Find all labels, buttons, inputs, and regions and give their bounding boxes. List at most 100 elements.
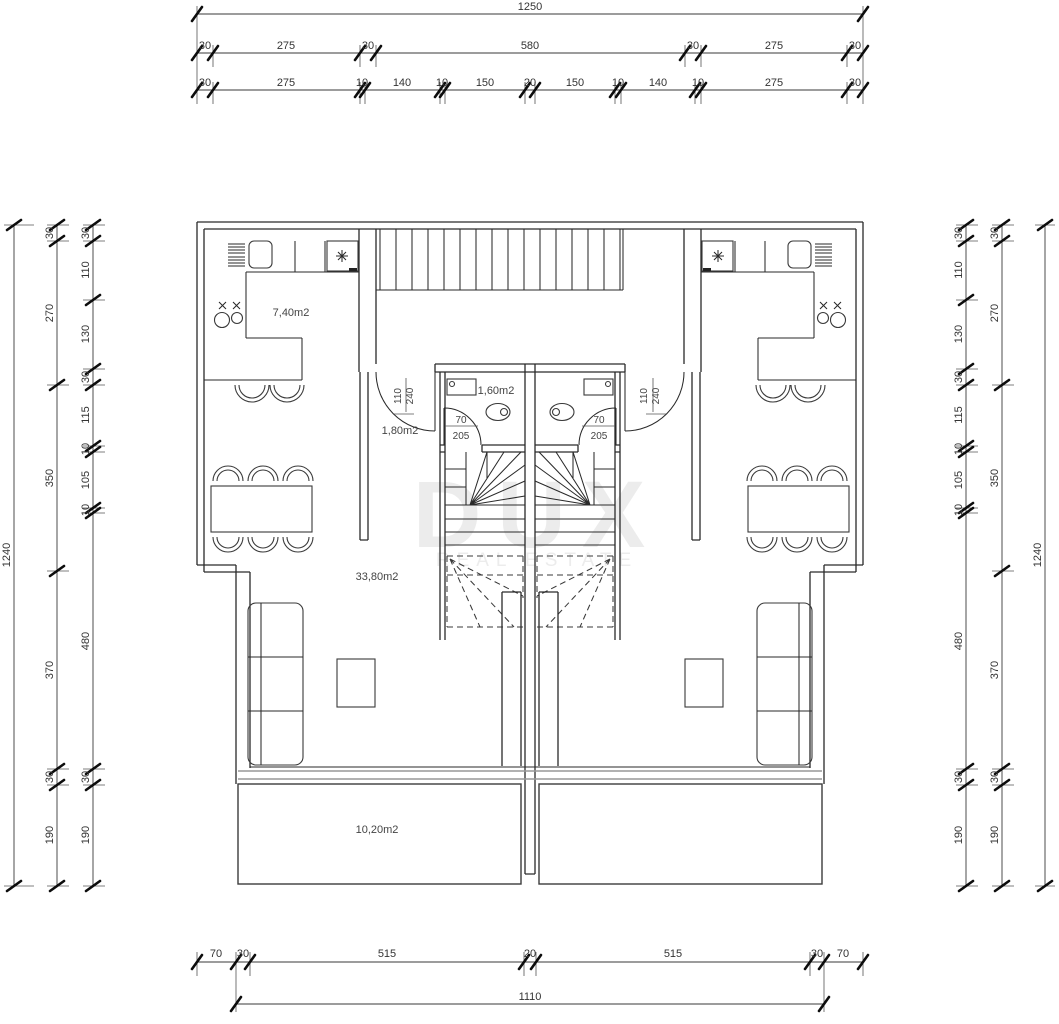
dim-label: 115 [953,406,965,424]
dim-label: 150 [476,77,494,89]
kitchen-area-label: 7,40m2 [273,307,310,319]
balcony-area-label: 10,20m2 [356,824,399,836]
dim-label: 130 [953,325,965,343]
entry-door-width-right: 110 [639,388,650,404]
dim-label: 515 [664,948,682,960]
entry-door-label-lines-left [394,378,414,415]
dim-label: 110 [80,261,92,279]
dim-label: 30 [953,371,965,383]
left-dim-lines [13,225,94,886]
building-walls [196,221,864,885]
right-wall [809,222,864,784]
dim-label: 30 [811,948,823,960]
dim-label: 30 [80,227,92,239]
dim-label: 20 [524,948,536,960]
dim-label: 190 [80,826,92,844]
dimensions-left: 1240 30 270 350 370 30 190 30 110 130 30… [1,218,105,893]
dim-label: 270 [989,304,1001,322]
bottom-dim-lines [197,961,863,1005]
dim-label: 30 [80,771,92,783]
dim-label: 20 [524,77,536,89]
stair-core-bottom-wall [434,363,626,373]
left-dim-ticks [5,218,102,893]
dim-label: 30 [849,77,861,89]
party-wall [524,364,536,875]
dim-label: 480 [80,632,92,650]
dim-label: 10 [356,77,368,89]
dimensions-bottom: 70 30 515 20 515 30 70 1110 [190,948,870,1013]
dim-label: 10 [80,504,92,516]
dim-label: 190 [989,826,1001,844]
dim-label: 140 [393,77,411,89]
dim-label: 275 [765,77,783,89]
dim-label: 10 [953,504,965,516]
unit-left [203,240,526,767]
entry-door-label-lines-right [646,378,666,415]
dim-label: 110 [953,261,965,279]
bath-area-label: 1,60m2 [478,385,515,397]
dim-label: 70 [837,948,849,960]
top-dim-extensions [196,6,864,104]
top-dim-lines [197,13,863,91]
living-area-label: 33,80m2 [356,571,399,583]
dim-label: 30 [199,77,211,89]
dim-label: 370 [44,661,56,679]
bath-door-height-left: 205 [453,431,470,442]
right-dim-lines [965,225,1046,886]
balcony-left [237,783,522,885]
watermark-subtitle: REAL ESTATE [436,550,638,571]
dim-label: 350 [44,469,56,487]
left-wall [196,222,251,784]
dim-label: 480 [953,632,965,650]
dim-label: 275 [765,40,783,52]
entry-door-height-left: 240 [405,387,416,404]
dim-label: 1110 [519,991,542,1003]
dim-label: 130 [80,325,92,343]
bath-door-width-right: 70 [593,415,605,426]
dim-label: 30 [953,771,965,783]
upper-stair-treads [376,229,624,291]
dim-label: 190 [953,826,965,844]
entry-door-width-left: 110 [393,388,404,404]
dim-label: 275 [277,40,295,52]
unit-right [534,240,857,767]
dim-label: 30 [989,227,1001,239]
dim-label: 1240 [1,543,13,567]
dim-label: 275 [277,77,295,89]
dim-label: 30 [237,948,249,960]
bottom-dim-extensions [196,952,864,1012]
hall-area-label: 1,80m2 [382,425,419,437]
dim-label: 10 [436,77,448,89]
dim-label: 1250 [518,1,542,13]
dim-label: 30 [362,40,374,52]
dim-label: 70 [210,948,222,960]
dim-label: 580 [521,40,539,52]
dim-label: 105 [80,471,92,489]
watermark: DUX REAL ESTATE [413,462,662,571]
dim-label: 150 [566,77,584,89]
top-wall [197,221,863,230]
watermark-title: DUX [413,462,662,568]
dim-label: 370 [989,661,1001,679]
stair-core-side-walls [358,229,702,372]
dim-label: 10 [80,443,92,455]
dim-label: 30 [687,40,699,52]
dim-label: 30 [953,227,965,239]
dim-label: 105 [953,471,965,489]
dim-label: 515 [378,948,396,960]
right-dim-ticks [957,218,1054,893]
dim-label: 30 [80,371,92,383]
dim-label: 30 [44,771,56,783]
dim-label: 10 [612,77,624,89]
dim-label: 115 [80,406,92,424]
entry-door-height-right: 240 [651,387,662,404]
top-dim-ticks [190,5,870,99]
dim-label: 350 [989,469,1001,487]
dim-label: 10 [953,443,965,455]
dim-label: 30 [44,227,56,239]
dim-label: 30 [989,771,1001,783]
door-labels: 110 240 110 240 70 205 70 205 [393,378,666,442]
dim-label: 270 [44,304,56,322]
dim-label: 10 [692,77,704,89]
